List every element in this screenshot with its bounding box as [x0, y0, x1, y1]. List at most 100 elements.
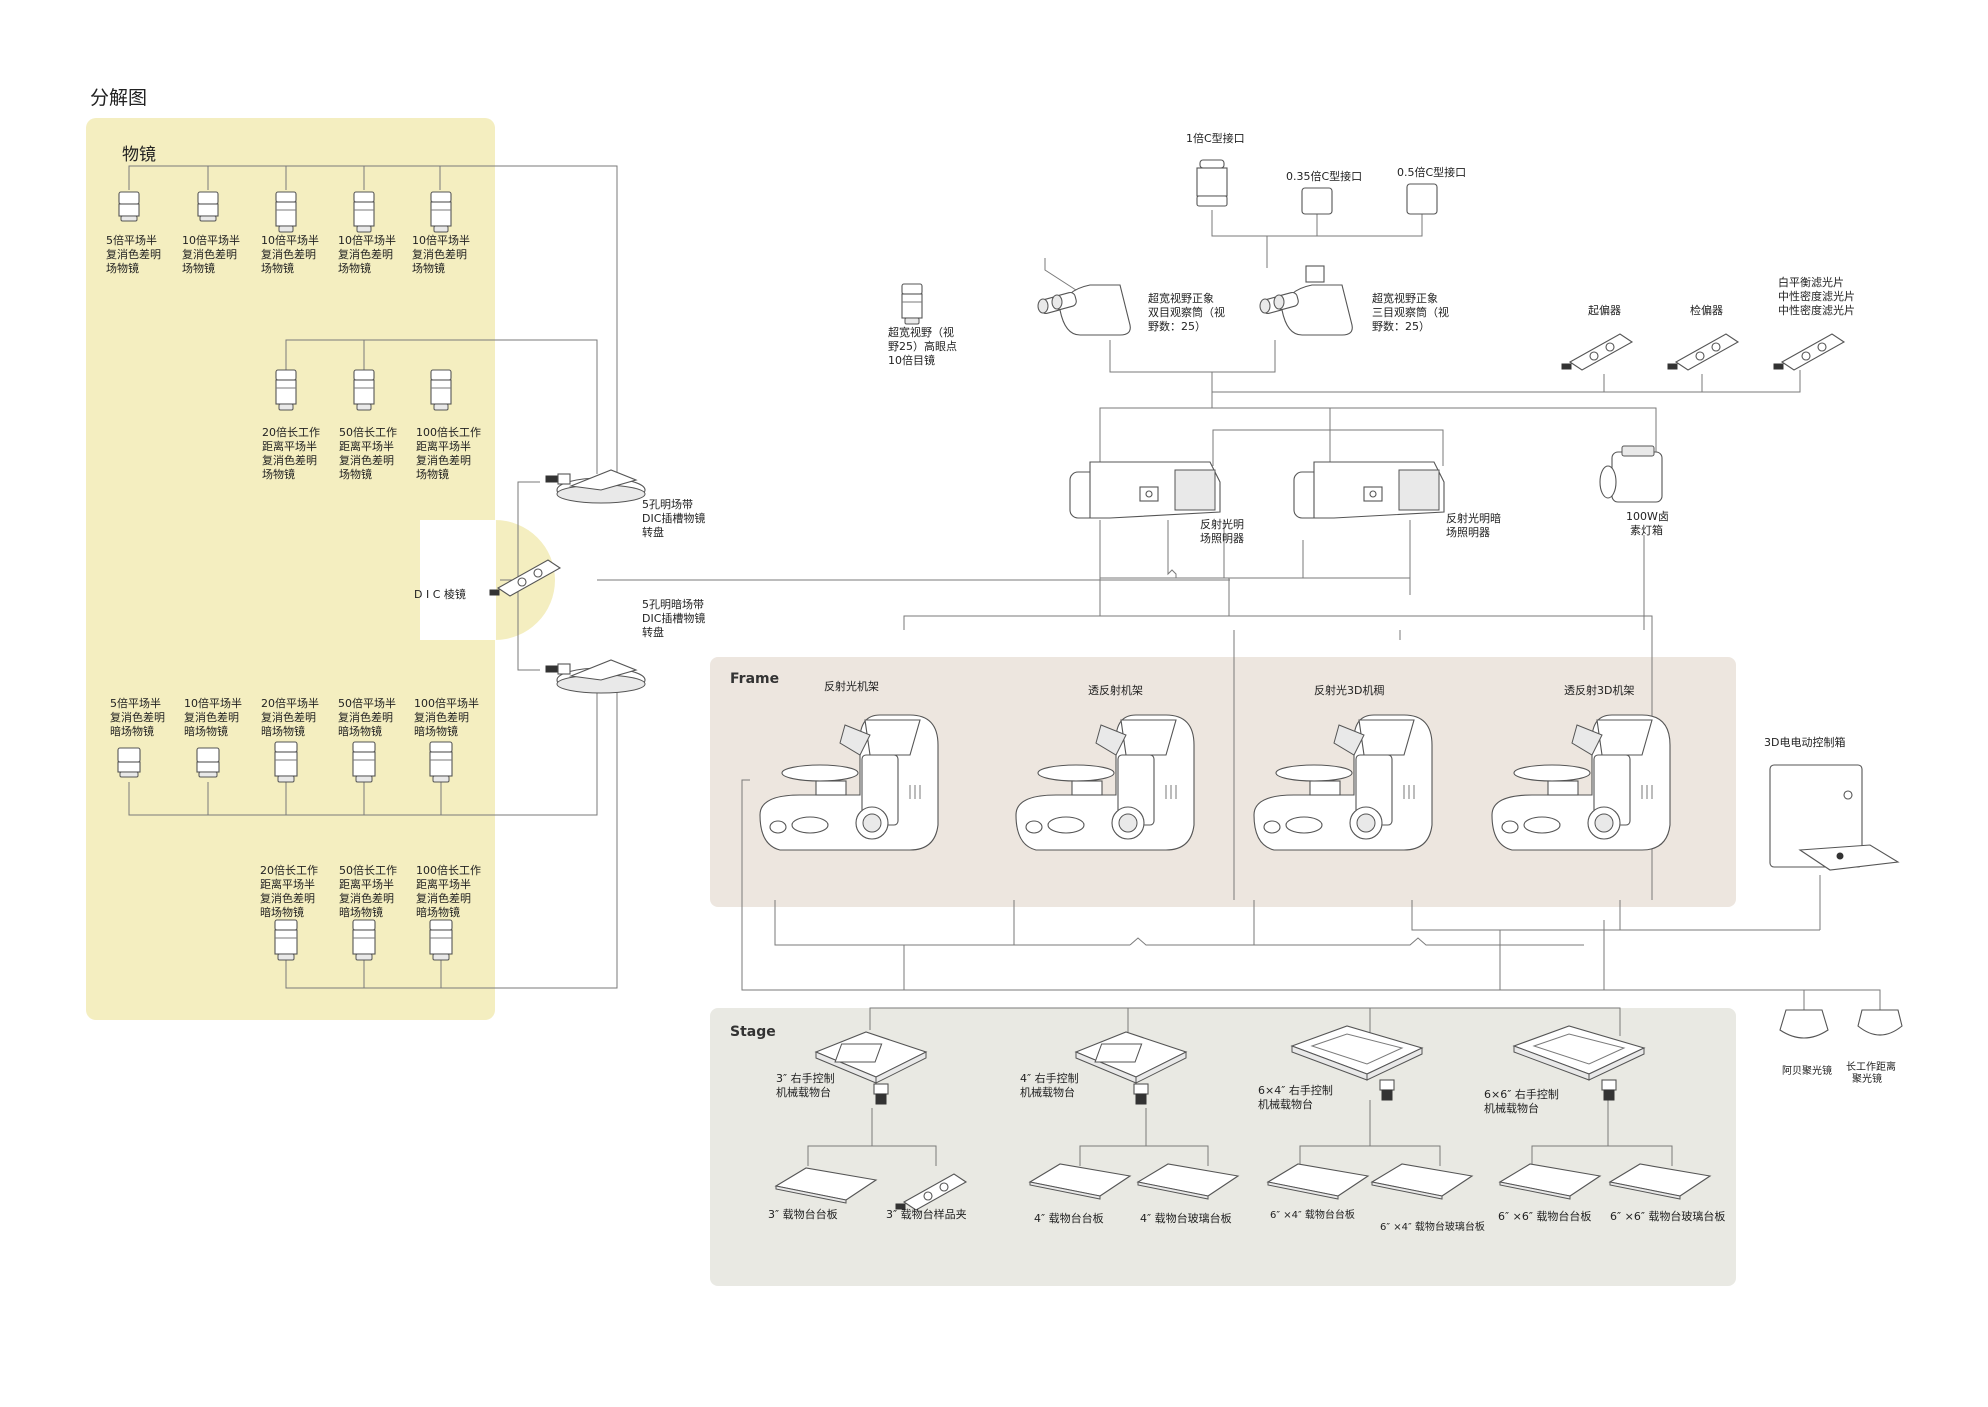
frame-trans-reflected-3d-label: 透反射3D机架 [1564, 683, 1634, 697]
stage-6x6in-label: 6×6″ 右手控制机械载物台 [1484, 1087, 1559, 1115]
objective-group-4: 20倍长工作距离平场半复消色差明暗场物镜 50倍长工作距离平场半复消色差明暗场物… [260, 863, 481, 961]
objective-label: 20倍长工作距离平场半复消色差明暗场物镜 [260, 863, 318, 919]
objective-100x-lwd-df [429, 919, 453, 961]
illuminator-bright-icon [1069, 461, 1221, 519]
binocular-head-label: 超宽视野正象双目观察筒（视野数：25） [1148, 291, 1225, 333]
objective-10x-bf-2 [275, 191, 297, 233]
objective-20x-df [274, 741, 298, 783]
plate-label: 6″ ×6″ 载物台台板 [1498, 1209, 1591, 1223]
objective-10x-bf-3 [353, 191, 375, 233]
page-title: 分解图 [90, 87, 147, 109]
objectives-heading: 物镜 [122, 145, 156, 165]
controller-3d-icon [1769, 764, 1900, 871]
stage-plates: 3″ 载物台台板 3″ 载物台样品夹 4″ 载物台台板 4″ 载物台玻璃台板 6… [768, 1163, 1725, 1233]
objective-10x-bf-1 [197, 191, 219, 222]
plate-label: 3″ 载物台台板 [768, 1207, 838, 1221]
objective-label: 100倍平场半复消色差明暗场物镜 [414, 696, 479, 738]
c-mount-05x-icon [1406, 183, 1438, 215]
lamp-house-label: 100W卤素灯箱 [1626, 510, 1669, 537]
objective-label: 10倍平场半复消色差明场物镜 [182, 233, 240, 275]
objective-label: 5倍平场半复消色差明场物镜 [106, 233, 161, 275]
long-condenser-icon [1857, 1009, 1903, 1036]
objective-100x-df [429, 741, 453, 783]
objective-label: 100倍长工作距离平场半复消色差明场物镜 [416, 425, 481, 481]
nosepiece-dark [545, 659, 646, 694]
trinocular-head-icon [1259, 284, 1353, 336]
frame-section-label: Frame [730, 671, 779, 687]
objective-label: 50倍长工作距离平场半复消色差明暗场物镜 [339, 863, 397, 919]
objective-label: 10倍平场半复消色差明场物镜 [412, 233, 470, 275]
filter-slider-icon [1773, 333, 1845, 371]
filters-label: 白平衡滤光片中性密度滤光片中性密度滤光片 [1778, 275, 1855, 317]
abbe-condenser-icon [1779, 1009, 1829, 1039]
objective-label: 20倍长工作距离平场半复消色差明场物镜 [262, 425, 320, 481]
frame-reflected-label: 反射光机架 [824, 679, 879, 693]
abbe-condenser-label: 阿贝聚光镜 [1782, 1064, 1832, 1077]
c-mount-05x-label: 0.5倍C型接口 [1397, 165, 1466, 179]
c-mount-1x-label: 1倍C型接口 [1186, 131, 1245, 145]
objective-label: 50倍平场半复消色差明暗场物镜 [338, 696, 396, 738]
objective-50x-df [352, 741, 376, 783]
dic-prism-label: D I C 棱镜 [414, 587, 466, 601]
objective-group-2: 20倍长工作距离平场半复消色差明场物镜 50倍长工作距离平场半复消色差明场物镜 … [262, 369, 481, 481]
objective-50x-lwd-df [352, 919, 376, 961]
objective-label: 5倍平场半复消色差明暗场物镜 [110, 696, 165, 738]
stage-3in-label: 3″ 右手控制机械载物台 [776, 1071, 835, 1099]
plate-label: 6″ ×4″ 载物台台板 [1270, 1208, 1355, 1221]
objective-50x-lwd [353, 369, 375, 411]
objective-label: 10倍平场半复消色差明暗场物镜 [184, 696, 242, 738]
objective-label: 50倍长工作距离平场半复消色差明场物镜 [339, 425, 397, 481]
objective-group-3: 5倍平场半复消色差明暗场物镜 10倍平场半复消色差明暗场物镜 20倍平场半复消色… [110, 696, 479, 783]
top-connectors [903, 210, 1801, 900]
frames: 反射光机架 透反射机架 反射光3D机稠 透反射3D机架 3D电电动控制箱 [759, 679, 1900, 871]
objective-20x-lwd [275, 369, 297, 411]
plate-label: 4″ 载物台台板 [1034, 1211, 1104, 1225]
nosepiece-bright [545, 469, 646, 504]
stage-6x4in-label: 6×4″ 右手控制机械载物台 [1258, 1083, 1333, 1111]
plate-label: 4″ 载物台玻璃台板 [1140, 1211, 1232, 1225]
frame-connectors [741, 779, 1881, 1010]
objective-label: 10倍平场半复消色差明场物镜 [261, 233, 319, 275]
plate-label: 6″ ×6″ 载物台玻璃台板 [1610, 1209, 1725, 1223]
stage-section-label: Stage [730, 1024, 776, 1040]
stages: 3″ 右手控制机械载物台 4″ 右手控制机械载物台 6×4″ 右手控制机械载物台… [776, 1025, 1645, 1115]
illuminators: 反射光明场照明器 反射光明暗场照明器 100W卤素灯箱 [1069, 445, 1669, 545]
objective-5x-bf [118, 191, 140, 222]
objective-10x-df [196, 747, 220, 778]
objective-panel [86, 118, 495, 1020]
illuminator-bright-label: 反射光明场照明器 [1200, 517, 1244, 545]
stage-panel [710, 1008, 1736, 1286]
objective-label: 100倍长工作距离平场半复消色差明暗场物镜 [416, 863, 481, 919]
frame-trans-reflected-label: 透反射机架 [1088, 683, 1143, 697]
lamp-house-icon [1599, 445, 1663, 503]
objective-label: 20倍平场半复消色差明暗场物镜 [261, 696, 319, 738]
trinocular-head-label: 超宽视野正象三目观察筒（视野数：25） [1372, 291, 1449, 333]
condensers: 阿贝聚光镜 长工作距离聚光镜 [1779, 1009, 1903, 1085]
c-mount-1x-icon [1196, 159, 1228, 207]
plate-label: 6″ ×4″ 载物台玻璃台板 [1380, 1220, 1485, 1233]
frame-panel [710, 657, 1736, 907]
illuminator-brightdark-label: 反射光明暗场照明器 [1446, 511, 1501, 539]
objective-10x-bf-4 [430, 191, 452, 233]
stage-connectors [807, 1007, 1673, 1166]
objective-20x-lwd-df [274, 919, 298, 961]
analyzer-label: 检偏器 [1690, 303, 1723, 317]
binocular-head-icon [1037, 284, 1131, 336]
long-condenser-label: 长工作距离聚光镜 [1846, 1060, 1896, 1085]
polarizer-icon [1561, 333, 1633, 371]
c-mount-035x-label: 0.35倍C型接口 [1286, 169, 1362, 183]
analyzer-icon [1667, 333, 1739, 371]
illuminator-brightdark-icon [1293, 461, 1445, 519]
c-mount-035x-icon [1301, 187, 1333, 215]
frame-reflected-3d-label: 反射光3D机稠 [1314, 683, 1384, 697]
stage-4in-label: 4″ 右手控制机械载物台 [1020, 1071, 1079, 1099]
objective-5x-df [117, 747, 141, 778]
plate-label: 3″ 载物台样品夹 [886, 1207, 967, 1221]
eyepiece-icon [901, 283, 923, 325]
